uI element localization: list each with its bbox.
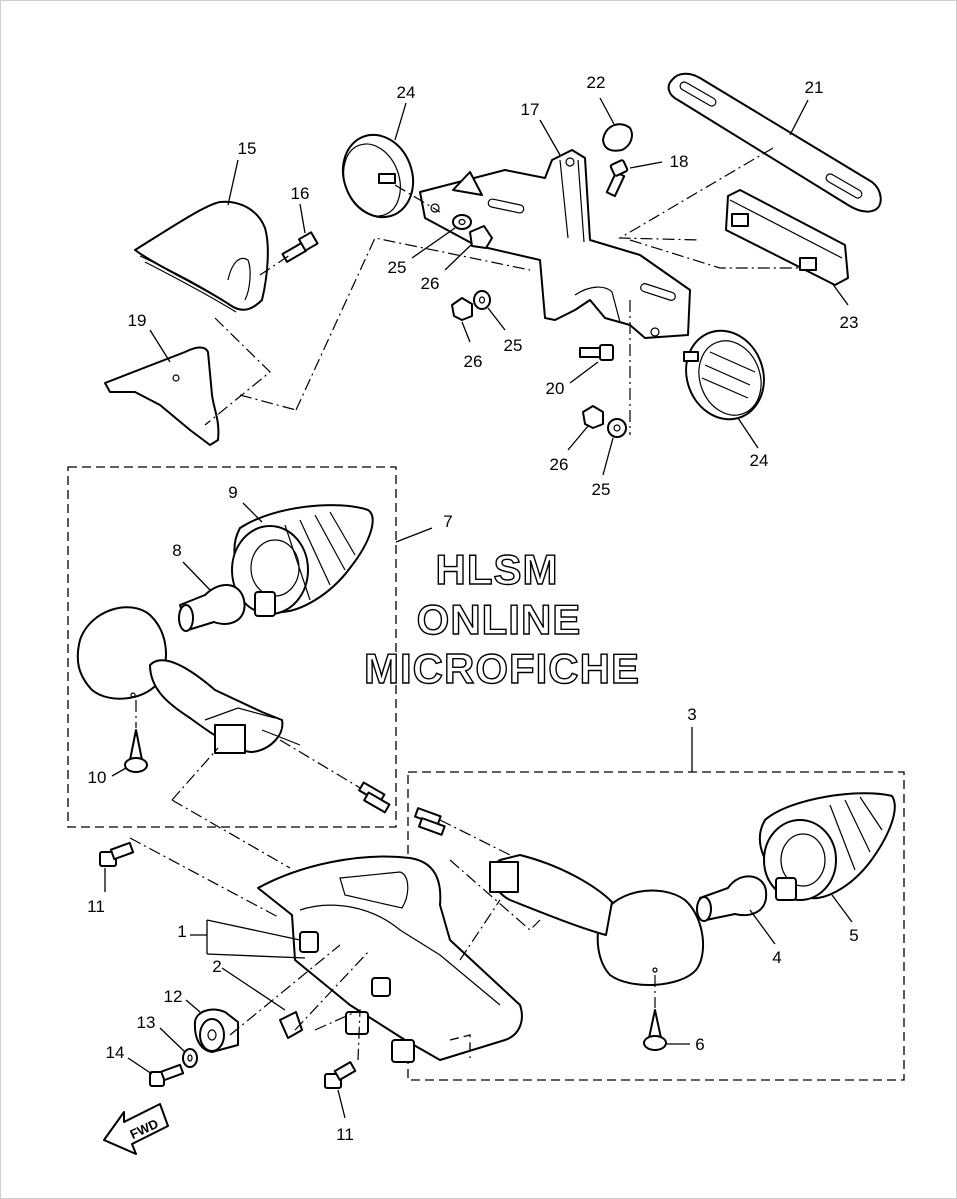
alignment-line-10 — [171, 747, 291, 869]
alignment-line-14 — [449, 859, 541, 931]
callout-3: 3 — [687, 705, 696, 724]
part-10-screw — [111, 700, 148, 777]
watermark: HLSM ONLINE MICROFICHE — [363, 545, 640, 692]
callout-15: 15 — [238, 139, 257, 158]
callout-17: 17 — [521, 100, 540, 119]
part-9-lens — [231, 502, 374, 617]
part-26-nut-lower — [567, 405, 604, 451]
part-16-bolt — [281, 203, 319, 263]
callout-16: 16 — [291, 184, 310, 203]
callout-24-lower: 24 — [750, 451, 769, 470]
part-21-plate-strap — [667, 72, 882, 213]
alignment-line-3 — [239, 394, 297, 411]
alignment-line-7 — [394, 184, 441, 213]
part-25-washer-mid — [473, 290, 506, 331]
part-8-bulb — [178, 561, 246, 632]
callout-9: 9 — [228, 483, 237, 502]
part-4-bulb — [696, 875, 776, 945]
alignment-line-5 — [629, 239, 800, 269]
part-5-lens — [758, 792, 896, 923]
callout-1: 1 — [177, 922, 186, 941]
right-connector — [414, 807, 446, 836]
alignment-line-2 — [204, 317, 271, 426]
part-6-screw — [643, 975, 690, 1051]
alignment-line-13 — [314, 1009, 361, 1061]
callout-24-upper: 24 — [397, 83, 416, 102]
callout-25-mid: 25 — [504, 336, 523, 355]
callout-23: 23 — [840, 313, 859, 332]
left-signal-wire — [279, 739, 373, 796]
callout-13: 13 — [137, 1013, 156, 1032]
part-20-bolt — [569, 344, 614, 384]
part-24-reflector-upper — [341, 102, 415, 219]
alignment-line-4 — [617, 147, 774, 241]
callout-10: 10 — [88, 768, 107, 787]
part-11-bolt-upper — [99, 841, 135, 892]
alignment-line-8 — [259, 254, 291, 276]
part-14-bolt — [127, 1057, 185, 1087]
part-2-bulb — [206, 953, 306, 1039]
callout-11-upper: 11 — [87, 897, 105, 916]
tail-light-body — [257, 855, 523, 1063]
callout-19: 19 — [128, 311, 147, 330]
part-26-nut-mid — [451, 297, 473, 343]
callout-12: 12 — [164, 987, 183, 1006]
callout-6: 6 — [695, 1035, 704, 1054]
part-15-cover — [134, 159, 269, 313]
callout-11-lower: 11 — [336, 1125, 354, 1144]
group-7-box — [67, 466, 397, 828]
part-25-washer-lower — [602, 418, 627, 476]
callout-5: 5 — [849, 926, 858, 945]
callout-8: 8 — [172, 541, 181, 560]
part-17-plate-bracket — [419, 119, 691, 339]
part-12-rubber-mount — [185, 999, 239, 1053]
watermark-line-2: ONLINE — [417, 596, 582, 643]
callout-26-mid: 26 — [464, 352, 483, 371]
callout-26-lower: 26 — [550, 455, 569, 474]
part-23-plate-light — [725, 189, 849, 306]
alignment-line-11 — [229, 944, 341, 1036]
part-25-washer-upper — [411, 214, 472, 259]
part-26-nut-upper — [444, 225, 493, 271]
callout-4: 4 — [772, 948, 781, 967]
callout-25-lower: 25 — [592, 480, 611, 499]
alignment-line-15 — [459, 899, 501, 961]
right-signal-housing — [489, 854, 705, 986]
left-connector — [358, 781, 391, 814]
part-11-bolt-lower — [324, 1061, 357, 1119]
alignment-line-12 — [294, 949, 371, 1031]
part-19-bracket — [104, 329, 220, 446]
part-13-washer — [159, 1027, 198, 1068]
left-signal-housing — [76, 606, 301, 754]
callout-2: 2 — [212, 957, 221, 976]
part-1-grommet — [190, 919, 319, 954]
callout-22: 22 — [587, 73, 606, 92]
callout-18: 18 — [670, 152, 689, 171]
callout-26-upper: 26 — [421, 274, 440, 293]
callout-7: 7 — [443, 512, 452, 531]
watermark-line-1: HLSM — [436, 546, 559, 593]
part-24-reflector-lower — [683, 329, 765, 449]
right-signal-wire — [439, 819, 511, 856]
callout-14: 14 — [106, 1043, 125, 1062]
watermark-line-3: MICROFICHE — [364, 645, 640, 692]
part-22-cap — [599, 97, 633, 152]
callout-25-upper: 25 — [388, 258, 407, 277]
fwd-arrow-icon: FWD — [103, 1103, 169, 1155]
alignment-line-9 — [129, 837, 281, 919]
callout-21: 21 — [805, 78, 824, 97]
callout-20: 20 — [546, 379, 565, 398]
part-18-bolt — [605, 159, 663, 198]
alignment-line-1 — [295, 237, 531, 411]
group-3-box — [407, 771, 905, 1081]
